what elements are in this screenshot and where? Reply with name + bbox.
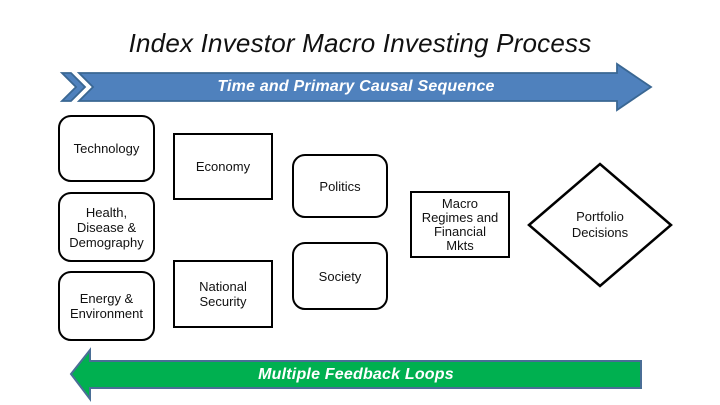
forward-arrow-icon [76, 62, 653, 112]
node-energy-environment: Energy & Environment [58, 271, 155, 341]
node-technology: Technology [58, 115, 155, 182]
forward-arrow-label: Time and Primary Causal Sequence [217, 78, 495, 95]
page-title: Index Investor Macro Investing Process [128, 28, 592, 58]
node-national-security: National Security [173, 260, 273, 328]
feedback-arrow-label: Multiple Feedback Loops [258, 366, 454, 383]
node-health-disease-demography: Health, Disease & Demography [58, 192, 155, 262]
node-macro-regimes-financial-mkts: Macro Regimes and Financial Mkts [410, 191, 510, 258]
node-society: Society [292, 242, 388, 310]
node-portfolio-decisions-label: Portfolio Decisions [571, 209, 629, 240]
node-politics: Politics [292, 154, 388, 218]
node-economy: Economy [173, 133, 273, 200]
feedback-arrow-icon [69, 347, 642, 402]
portfolio-decisions-diamond [527, 162, 673, 288]
forward-arrow-tail-chevron-icon [59, 72, 87, 102]
